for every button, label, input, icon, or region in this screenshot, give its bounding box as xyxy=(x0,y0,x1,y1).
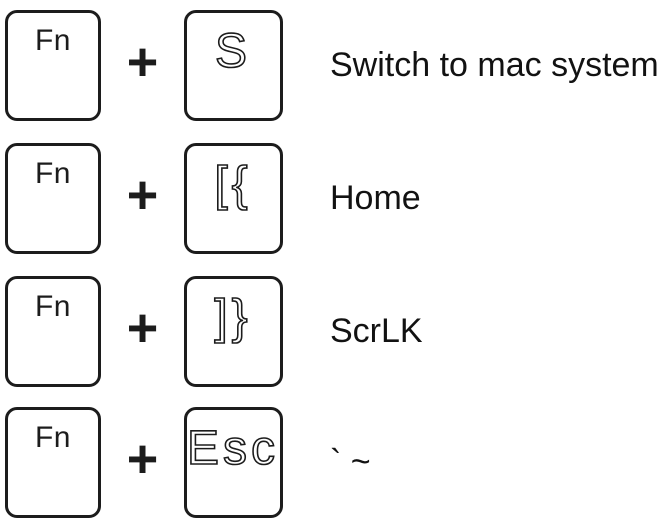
plus-separator: + xyxy=(101,10,184,121)
shortcut-row: Fn + [{ Home xyxy=(5,143,421,254)
plus-separator: + xyxy=(101,143,184,254)
plus-sign: + xyxy=(126,32,159,92)
keycap-glyph: Esc xyxy=(187,421,279,476)
fn-key-label: Fn xyxy=(34,421,71,454)
shortcut-description: ` ~ xyxy=(330,442,371,481)
shortcut-description: ScrLK xyxy=(330,311,423,350)
target-key-label: ]} xyxy=(214,291,251,344)
target-keycap: S xyxy=(184,10,283,121)
fn-keycap: Fn xyxy=(5,10,101,121)
fn-key-label: Fn xyxy=(34,290,71,323)
plus-separator: + xyxy=(101,276,184,387)
keycap-glyph: ]} xyxy=(214,290,251,345)
target-key-label: [{ xyxy=(214,158,251,211)
target-key-label: S xyxy=(215,25,251,78)
plus-separator: + xyxy=(101,407,184,518)
plus-sign: + xyxy=(126,429,159,489)
fn-keycap: Fn xyxy=(5,143,101,254)
plus-sign: + xyxy=(126,298,159,358)
target-keycap: Esc xyxy=(184,407,283,518)
target-key-label: Esc xyxy=(187,422,279,475)
target-keycap: ]} xyxy=(184,276,283,387)
fn-key-label: Fn xyxy=(34,157,71,190)
shortcut-row: Fn + ]} ScrLK xyxy=(5,276,423,387)
shortcut-description: Switch to mac system xyxy=(330,45,659,84)
target-keycap: [{ xyxy=(184,143,283,254)
shortcut-description: Home xyxy=(330,178,421,217)
keycap-glyph: [{ xyxy=(214,157,251,212)
fn-keycap: Fn xyxy=(5,407,101,518)
fn-keycap: Fn xyxy=(5,276,101,387)
fn-key-label: Fn xyxy=(34,24,71,57)
shortcut-row: Fn + Esc ` ~ xyxy=(5,407,371,518)
keycap-glyph: S xyxy=(214,24,251,79)
shortcut-row: Fn + S Switch to mac system xyxy=(5,10,659,121)
plus-sign: + xyxy=(126,165,159,225)
